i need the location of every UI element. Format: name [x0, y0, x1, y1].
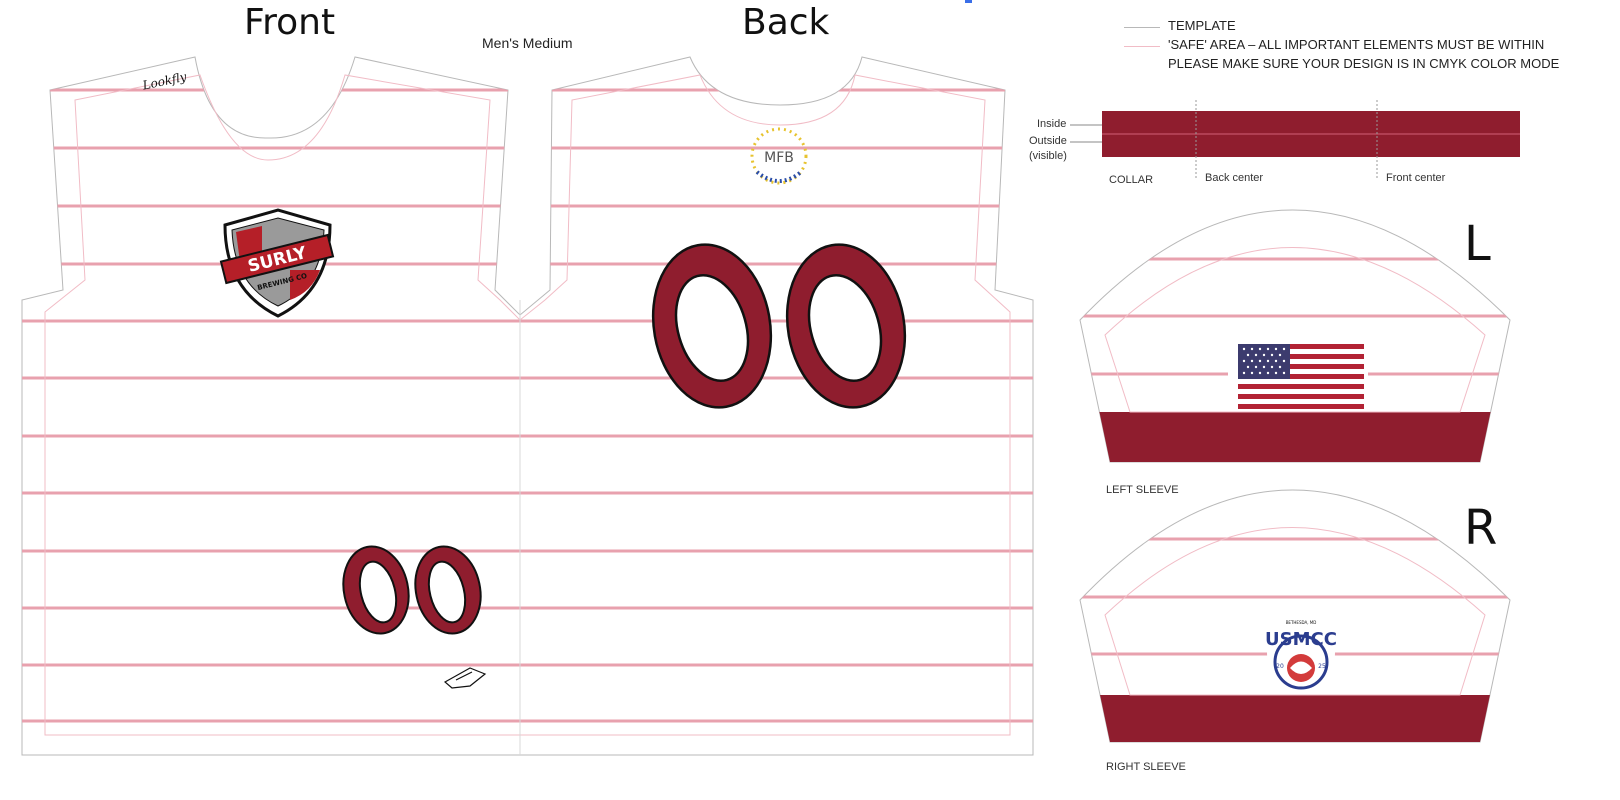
usmcc-main-text: USMCC	[1265, 629, 1337, 650]
back-title: Back	[742, 2, 830, 43]
collar-back-center-label: Back center	[1205, 172, 1264, 184]
mfb-logo-text: MFB	[764, 150, 794, 166]
left-sleeve-label: LEFT SLEEVE	[1106, 484, 1179, 496]
right-sleeve-letter: R	[1464, 500, 1498, 556]
legend-cmyk-label: PLEASE MAKE SURE YOUR DESIGN IS IN CMYK …	[1168, 56, 1560, 71]
surly-logo: SURLY BREWING CO	[219, 208, 335, 318]
left-sleeve	[1079, 209, 1511, 463]
collar-visible-label: (visible)	[1029, 150, 1067, 162]
legend-template-swatch	[1124, 27, 1160, 28]
collar-front-center-label: Front center	[1386, 172, 1446, 184]
right-sleeve	[1079, 489, 1511, 743]
selection-marker	[965, 0, 972, 3]
feather-icon	[443, 667, 487, 689]
left-sleeve-letter: L	[1464, 216, 1491, 272]
front-number	[342, 545, 482, 635]
collar-outside-label: Outside	[1029, 135, 1067, 147]
usmcc-badge: BETHESDA, MD USMCC 20 25	[1265, 619, 1337, 690]
back-number	[651, 243, 907, 409]
shirt-panels	[21, 56, 1034, 756]
legend-safe-swatch	[1124, 46, 1160, 47]
usmcc-year-left: 20	[1276, 663, 1284, 670]
collar-band	[1070, 100, 1520, 178]
size-label: Men's Medium	[482, 35, 573, 51]
us-flag	[1228, 340, 1368, 410]
right-sleeve-label: RIGHT SLEEVE	[1106, 761, 1186, 773]
mfb-logo: MFB	[750, 127, 808, 185]
legend-safe-label: 'SAFE' AREA – ALL IMPORTANT ELEMENTS MUS…	[1168, 37, 1545, 52]
collar-label: COLLAR	[1109, 174, 1154, 186]
legend-template-label: TEMPLATE	[1168, 18, 1236, 33]
front-title: Front	[244, 2, 336, 43]
collar-inside-label: Inside	[1037, 118, 1067, 130]
usmcc-year-right: 25	[1318, 663, 1326, 670]
usmcc-top-text: BETHESDA, MD	[1286, 620, 1317, 625]
